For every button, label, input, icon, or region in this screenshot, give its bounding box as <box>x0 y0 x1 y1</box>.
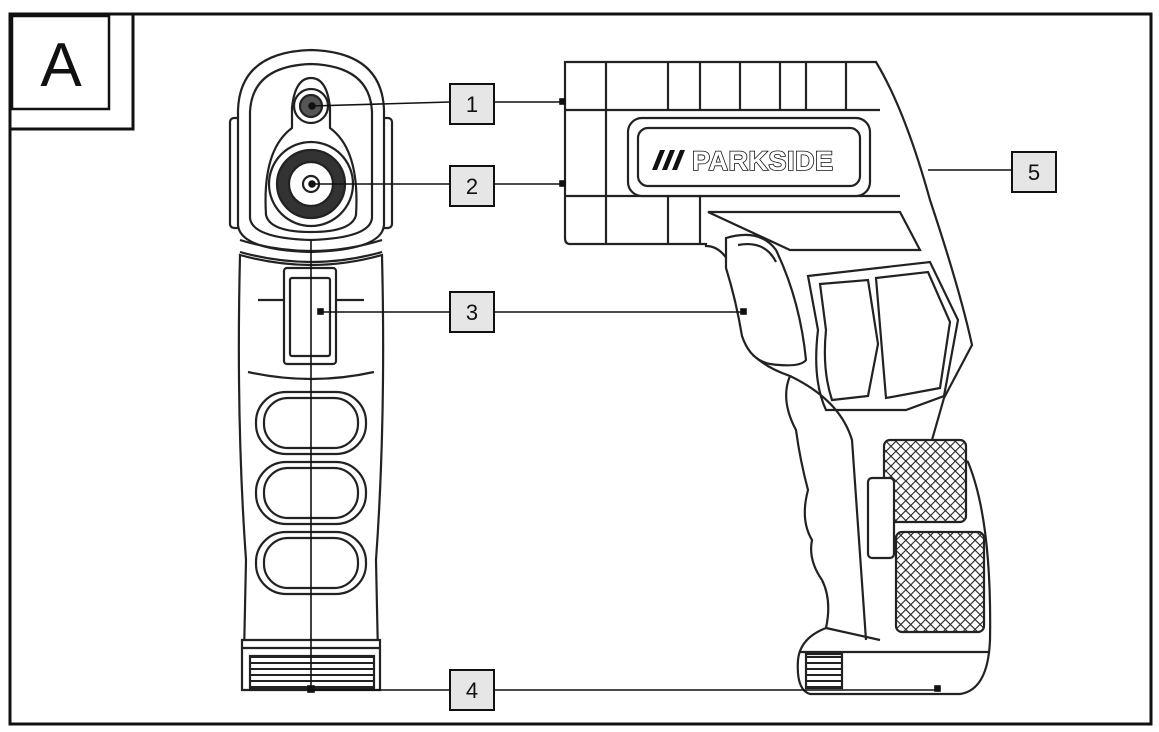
parkside-logo: PARKSIDE <box>652 145 834 177</box>
side-view <box>563 60 992 696</box>
callout-3: 3 <box>449 291 495 333</box>
leader-lines <box>307 98 1012 693</box>
svg-text:2: 2 <box>466 174 478 199</box>
panel-letter-box <box>10 14 111 111</box>
svg-text:4: 4 <box>466 678 478 703</box>
callout-4: 4 <box>449 669 495 711</box>
brand-text: PARKSIDE <box>692 146 834 176</box>
outer-frame <box>8 12 1153 726</box>
callout-5: 5 <box>1011 151 1057 193</box>
callout-1: 1 <box>449 83 495 125</box>
panel-letter: A <box>40 31 82 100</box>
svg-text:1: 1 <box>466 92 478 117</box>
svg-text:3: 3 <box>466 300 478 325</box>
callout-2: 2 <box>449 165 495 207</box>
svg-text:5: 5 <box>1028 160 1040 185</box>
front-view <box>228 48 394 692</box>
